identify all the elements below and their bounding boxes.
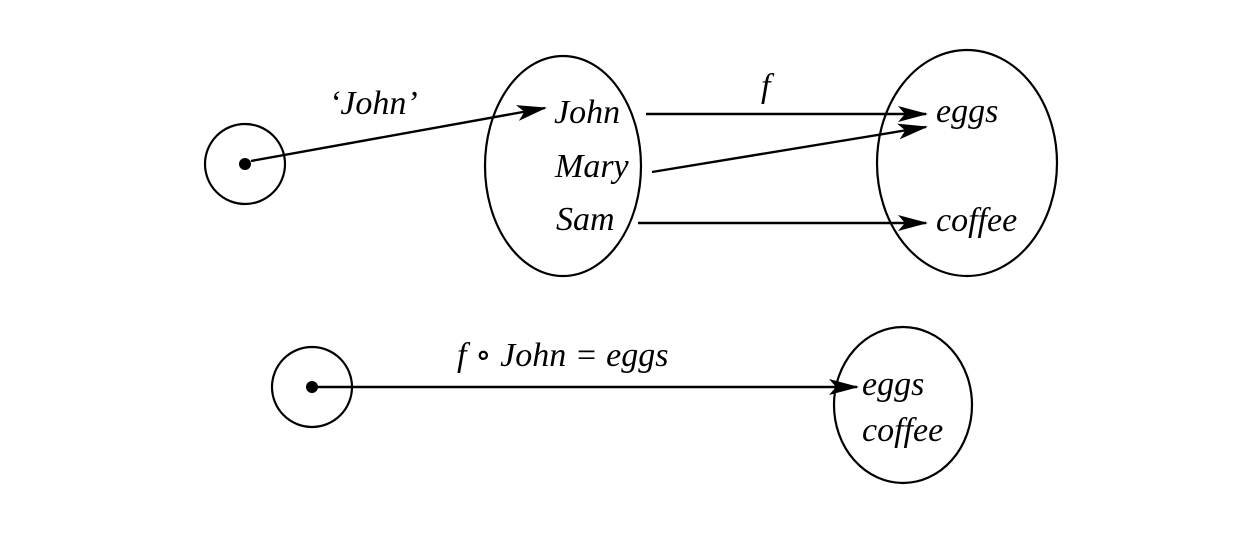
bottom-codomain-item-eggs: eggs	[862, 366, 924, 403]
domain-item-sam: Sam	[556, 201, 615, 238]
codomain-item-eggs: eggs	[936, 93, 998, 130]
top-diagram: ‘John’ f John Mary Sam eggs coffee	[203, 48, 1059, 278]
top-singleton-point	[239, 158, 251, 170]
composition-equation-label: f ∘ John = eggs	[457, 337, 668, 374]
bottom-codomain-set	[832, 325, 974, 485]
bottom-singleton-point	[306, 381, 318, 393]
top-singleton-set	[203, 122, 287, 206]
bottom-diagram: f ∘ John = eggs eggs coffee	[270, 325, 974, 485]
codomain-set	[875, 48, 1059, 278]
function-label: f	[761, 68, 775, 105]
domain-item-mary: Mary	[554, 148, 630, 185]
bottom-codomain-item-coffee: coffee	[862, 412, 943, 449]
domain-item-john: John	[554, 94, 620, 131]
arrow-mary-to-eggs	[651, 123, 928, 174]
name-arrow-label: ‘John’	[329, 85, 418, 122]
arrow-john-name	[250, 105, 547, 163]
domain-set	[483, 54, 643, 278]
codomain-item-coffee: coffee	[936, 202, 1017, 239]
